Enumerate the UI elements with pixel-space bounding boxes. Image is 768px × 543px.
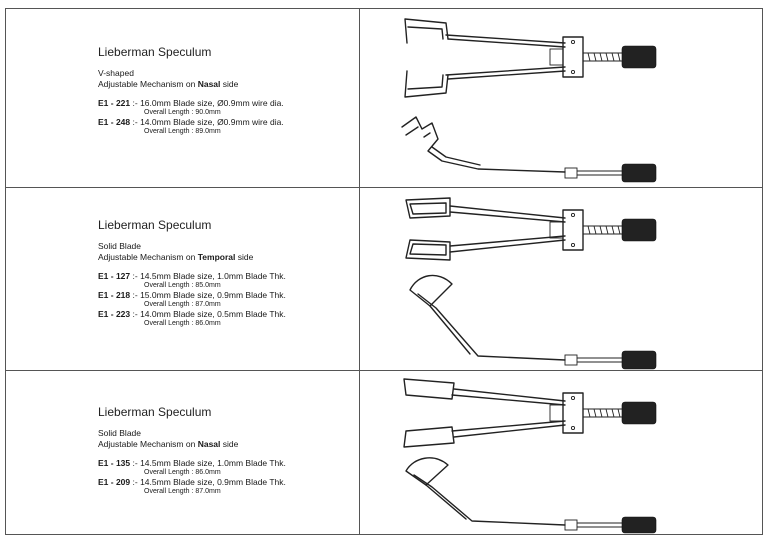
- product-row-1: Lieberman Speculum V-shaped Adjustable M…: [6, 9, 762, 188]
- mechanism-side: Nasal: [197, 79, 221, 89]
- speculum-side-view-icon: [401, 116, 657, 183]
- speculum-side-view-icon: [409, 274, 657, 370]
- speculum-top-view-icon: [403, 378, 657, 448]
- product-description-cell: Lieberman Speculum V-shaped Adjustable M…: [6, 9, 360, 187]
- spec-item: E1 - 218 :- 15.0mm Blade size, 0.9mm Bla…: [98, 290, 286, 300]
- spec-item: E1 - 209 :- 14.5mm Blade size, 0.9mm Bla…: [98, 477, 286, 487]
- overall-length: Overall Length : 90.0mm: [144, 109, 221, 116]
- spec-list: E1 - 127 :- 14.5mm Blade size, 1.0mm Bla…: [98, 271, 286, 328]
- product-text-block: Lieberman Speculum Solid Blade Adjustabl…: [98, 218, 286, 328]
- product-code: E1 - 209: [98, 477, 131, 487]
- product-illustration-cell: [360, 371, 762, 534]
- product-code: E1 - 248: [98, 117, 131, 127]
- catalog-sheet: Lieberman Speculum V-shaped Adjustable M…: [5, 8, 763, 535]
- spec-item: E1 - 248 :- 14.0mm Blade size, Ø0.9mm wi…: [98, 117, 284, 127]
- overall-length: Overall Length : 86.0mm: [144, 469, 221, 476]
- spec-description: :- 14.0mm Blade size, Ø0.9mm wire dia.: [132, 117, 284, 127]
- mechanism-line: Adjustable Mechanism on Temporal side: [98, 252, 254, 262]
- speculum-top-view-icon: [404, 18, 657, 98]
- product-subtitle: V-shaped: [98, 68, 134, 78]
- product-illustration-cell: [360, 188, 762, 370]
- spec-list: E1 - 135 :- 14.5mm Blade size, 1.0mm Bla…: [98, 458, 286, 496]
- spec-description: :- 14.0mm Blade size, 0.5mm Blade Thk.: [132, 309, 286, 319]
- speculum-illustration: [403, 378, 657, 534]
- spec-item: E1 - 135 :- 14.5mm Blade size, 1.0mm Bla…: [98, 458, 286, 468]
- product-title: Lieberman Speculum: [98, 45, 212, 59]
- product-title: Lieberman Speculum: [98, 218, 212, 232]
- speculum-illustration: [405, 197, 657, 370]
- overall-length: Overall Length : 87.0mm: [144, 488, 221, 495]
- spec-item: E1 - 221 :- 16.0mm Blade size, Ø0.9mm wi…: [98, 98, 284, 108]
- mechanism-line: Adjustable Mechanism on Nasal side: [98, 439, 239, 449]
- product-code: E1 - 135: [98, 458, 131, 468]
- product-subtitle: Solid Blade: [98, 428, 142, 438]
- mechanism-side: Temporal: [197, 252, 236, 262]
- speculum-illustration: [401, 18, 657, 183]
- product-description-cell: Lieberman Speculum Solid Blade Adjustabl…: [6, 371, 360, 534]
- mechanism-side: Nasal: [197, 439, 221, 449]
- product-code: E1 - 127: [98, 271, 131, 281]
- product-code: E1 - 223: [98, 309, 131, 319]
- product-text-block: Lieberman Speculum Solid Blade Adjustabl…: [98, 405, 286, 496]
- spec-item: E1 - 127 :- 14.5mm Blade size, 1.0mm Bla…: [98, 271, 286, 281]
- mechanism-line: Adjustable Mechanism on Nasal side: [98, 79, 239, 89]
- speculum-side-view-icon: [405, 457, 657, 534]
- speculum-top-view-icon: [405, 197, 657, 261]
- spec-description: :- 16.0mm Blade size, Ø0.9mm wire dia.: [132, 98, 284, 108]
- overall-length: Overall Length : 86.0mm: [144, 320, 221, 327]
- product-description-cell: Lieberman Speculum Solid Blade Adjustabl…: [6, 188, 360, 370]
- product-code: E1 - 218: [98, 290, 131, 300]
- spec-description: :- 14.5mm Blade size, 1.0mm Blade Thk.: [132, 458, 286, 468]
- product-row-3: Lieberman Speculum Solid Blade Adjustabl…: [6, 371, 762, 534]
- product-title: Lieberman Speculum: [98, 405, 212, 419]
- product-text-block: Lieberman Speculum V-shaped Adjustable M…: [98, 45, 284, 136]
- spec-description: :- 14.5mm Blade size, 0.9mm Blade Thk.: [132, 477, 286, 487]
- spec-item: E1 - 223 :- 14.0mm Blade size, 0.5mm Bla…: [98, 309, 286, 319]
- overall-length: Overall Length : 85.0mm: [144, 282, 221, 289]
- overall-length: Overall Length : 87.0mm: [144, 301, 221, 308]
- product-subtitle: Solid Blade: [98, 241, 142, 251]
- spec-list: E1 - 221 :- 16.0mm Blade size, Ø0.9mm wi…: [98, 98, 284, 136]
- product-illustration-cell: [360, 9, 762, 187]
- overall-length: Overall Length : 89.0mm: [144, 128, 221, 135]
- product-code: E1 - 221: [98, 98, 131, 108]
- spec-description: :- 14.5mm Blade size, 1.0mm Blade Thk.: [132, 271, 286, 281]
- product-row-2: Lieberman Speculum Solid Blade Adjustabl…: [6, 188, 762, 371]
- spec-description: :- 15.0mm Blade size, 0.9mm Blade Thk.: [132, 290, 286, 300]
